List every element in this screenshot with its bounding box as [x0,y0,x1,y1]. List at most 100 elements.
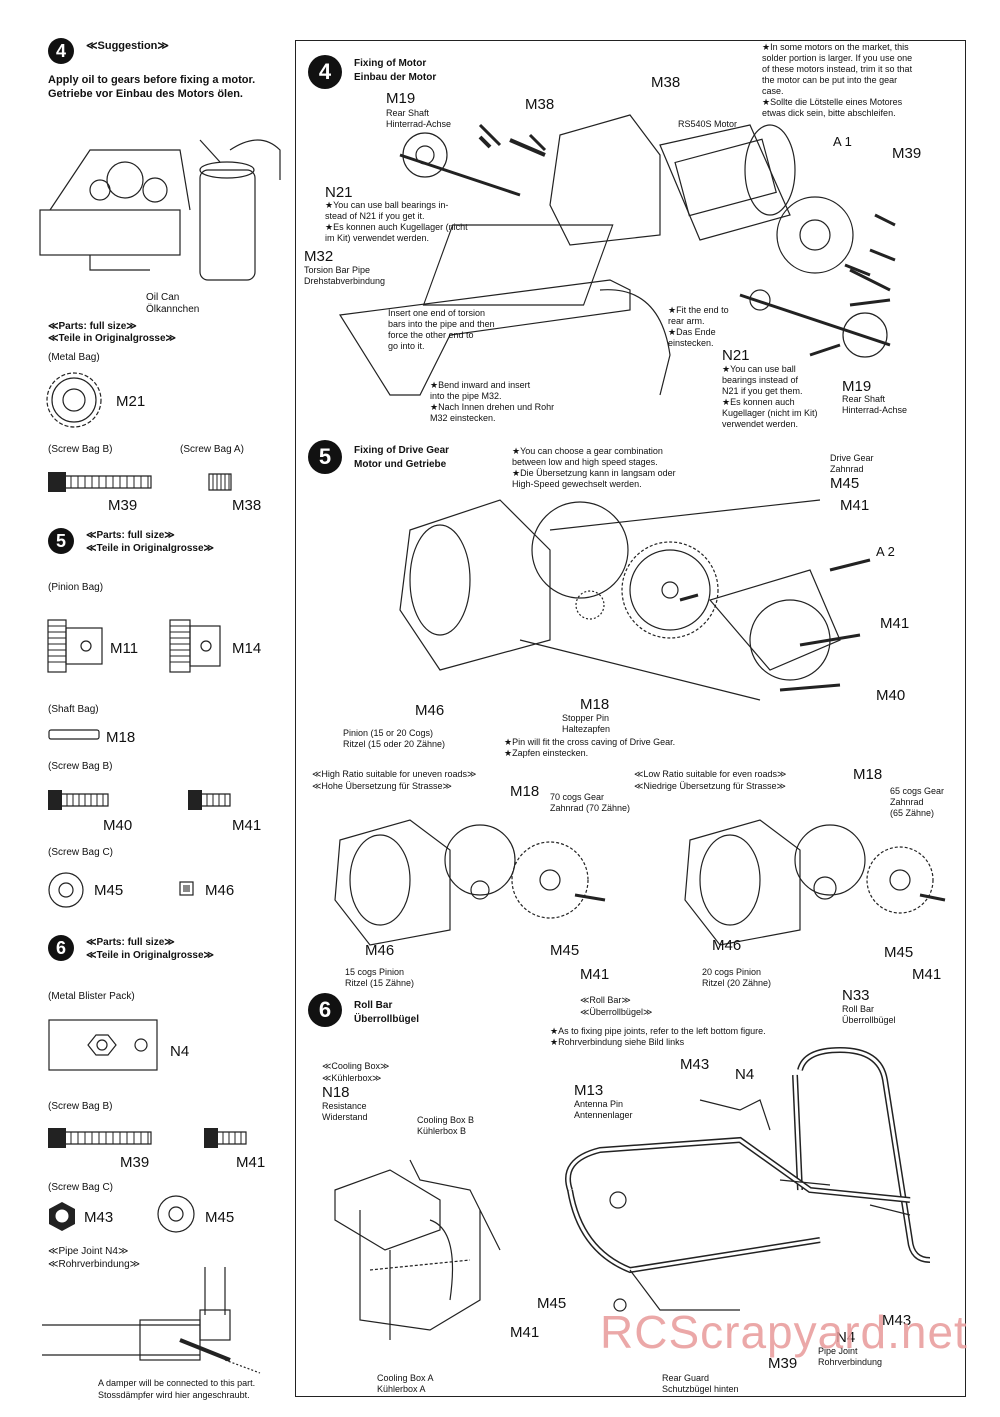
n21-callout-2: N21 [722,347,750,364]
nut-m46-icon [179,881,194,896]
suggestion-title: ≪Suggestion≫ [86,40,169,52]
low-m18-callout: M18 [853,766,883,783]
low-65-cogs: 65 cogs Gear Zahnrad (65 Zähne) [890,786,945,818]
step-6-title-en: Roll Bar [354,1000,393,1011]
torsion-bend-note: ★Bend inward and insert into the pipe M3… [430,380,555,423]
part-m39-label: M39 [108,497,138,514]
low-ratio-illustration [684,819,946,946]
motor-assembly-illustration [338,114,896,396]
pipe-joint-title-de: ≪Rohrverbindung≫ [48,1259,141,1270]
pipe-joint-title: ≪Pipe Joint N4≫ [48,1246,129,1257]
screw-bag-c-label-2: (Screw Bag C) [48,1182,114,1193]
m45-callout-2: M45 [537,1295,567,1312]
low-ratio-title-de: ≪Niedrige Übersetzung für Strasse≫ [634,781,786,791]
m38-callout-top: M38 [651,74,681,91]
parts-full-size-2: ≪Parts: full size≫ [86,530,175,541]
part-m40-label: M40 [103,817,133,834]
part-m18-label: M18 [106,729,136,746]
step-4-badge: 4 [48,38,74,64]
damper-note-de: Stossdämpfer wird hier angeschraubt. [98,1390,250,1400]
a2-callout: A 2 [876,544,895,559]
pinion-bag-label: (Pinion Bag) [48,582,104,593]
n33-sub: Roll Bar Überrollbügel [842,1004,896,1025]
low-m45-callout: M45 [884,944,914,961]
shaft-bag-label: (Shaft Bag) [48,704,99,715]
n33-callout: N33 [842,987,870,1004]
oil-can-label-de: Ölkannchen [146,304,200,315]
n4-callout-a: N4 [735,1066,755,1083]
m32-callout: M32 [304,248,334,265]
suggestion-text-de: Getriebe vor Einbau des Motors ölen. [48,88,243,100]
instruction-frame [295,40,966,1397]
m19-sub: Rear Shaft Hinterrad-Achse [386,108,452,129]
step-4-title-de: Einbau der Motor [354,72,437,83]
screw-bag-b-label-3: (Screw Bag B) [48,1101,113,1112]
screw-bag-c-label-1: (Screw Bag C) [48,847,114,858]
step-6-badge: 6 [48,935,74,961]
screw-m39-icon-2 [48,1128,152,1148]
washer-m45-icon [48,872,84,908]
pin-m18-icon [48,729,100,740]
high-ratio-illustration [334,819,606,946]
n18-callout: N18 [322,1084,350,1101]
part-m45-label: M45 [94,882,124,899]
metal-blister-label: (Metal Blister Pack) [48,991,135,1002]
screw-m41-icon [188,790,231,810]
roll-bar-subtitle-de: ≪Überrollbügel≫ [580,1007,653,1017]
part-m21-label: M21 [116,393,146,410]
n21-callout: N21 [325,184,353,201]
m32-sub: Torsion Bar Pipe Drehstabverbindung [304,265,386,286]
part-m41-label-2: M41 [236,1154,266,1171]
m18-callout: M18 [580,696,610,713]
screw-m39-icon [48,472,152,492]
cooling-box-illustration [334,1159,501,1340]
part-n4-label: N4 [170,1043,190,1060]
step-5-title-de: Motor und Getriebe [354,459,447,470]
part-m45-label-2: M45 [205,1209,235,1226]
n4-callout-b: N4 [836,1329,856,1346]
low-20-cogs: 20 cogs Pinion Ritzel (20 Zähne) [702,967,772,988]
low-m41-callout: M41 [912,966,942,983]
high-m41-callout: M41 [580,966,610,983]
oil-can-illustration [39,139,281,281]
drive-gear-illustration [399,499,871,701]
step-5-main-badge: 5 [308,440,342,474]
low-m46-callout: M46 [712,937,742,954]
m39-callout-2: M39 [768,1355,798,1372]
m46-callout: M46 [415,702,445,719]
m41-callout-b: M41 [880,615,910,632]
m19-callout-2: M19 [842,378,872,395]
m45-callout: M45 [830,475,860,492]
high-m45-callout: M45 [550,942,580,959]
bearing-m21-icon [46,372,102,428]
n18-sub: Resistance Widerstand [322,1101,368,1122]
screw-bag-b-label-1: (Screw Bag B) [48,444,113,455]
suggestion-text-en: Apply oil to gears before fixing a motor… [48,74,256,86]
cooling-box-title: ≪Cooling Box≫ [322,1061,390,1071]
drive-gear-label: Drive Gear Zahnrad [830,453,874,474]
m19-sub-2: Rear Shaft Hinterrad-Achse [842,394,908,415]
m13-sub: Antenna Pin Antennenlager [574,1099,633,1120]
high-ratio-title: ≪High Ratio suitable for uneven roads≫ [312,769,477,779]
cooling-box-title-de: ≪Kühlerbox≫ [322,1073,382,1083]
m41-callout-a: M41 [840,497,870,514]
m13-callout: M13 [574,1082,604,1099]
parts-full-size-3: ≪Parts: full size≫ [86,937,175,948]
cooling-box-b-label: Cooling Box B Kühlerbox B [417,1115,475,1136]
roll-bar-subtitle: ≪Roll Bar≫ [580,995,631,1005]
nut-m43-icon [49,1202,75,1231]
damper-note-en: A damper will be connected to this part. [98,1378,256,1388]
step-5-badge: 5 [48,528,74,554]
metal-bag-label: (Metal Bag) [48,352,100,363]
screw-m41-icon-2 [204,1128,247,1148]
step-4-main-badge: 4 [308,55,342,89]
m19-callout: M19 [386,90,416,107]
part-m43-label: M43 [84,1209,114,1226]
m43-callout-a: M43 [680,1056,710,1073]
gear-combination-note: ★You can choose a gear combination betwe… [512,446,676,489]
low-ratio-title: ≪Low Ratio suitable for even roads≫ [634,769,787,779]
pinion-label: Pinion (15 or 20 Cogs) Ritzel (15 oder 2… [343,728,446,749]
a1-callout: A 1 [833,134,852,149]
motor-label: RS540S Motor [678,119,738,129]
torsion-insert-note: Insert one end of torsion bars into the … [388,308,495,351]
